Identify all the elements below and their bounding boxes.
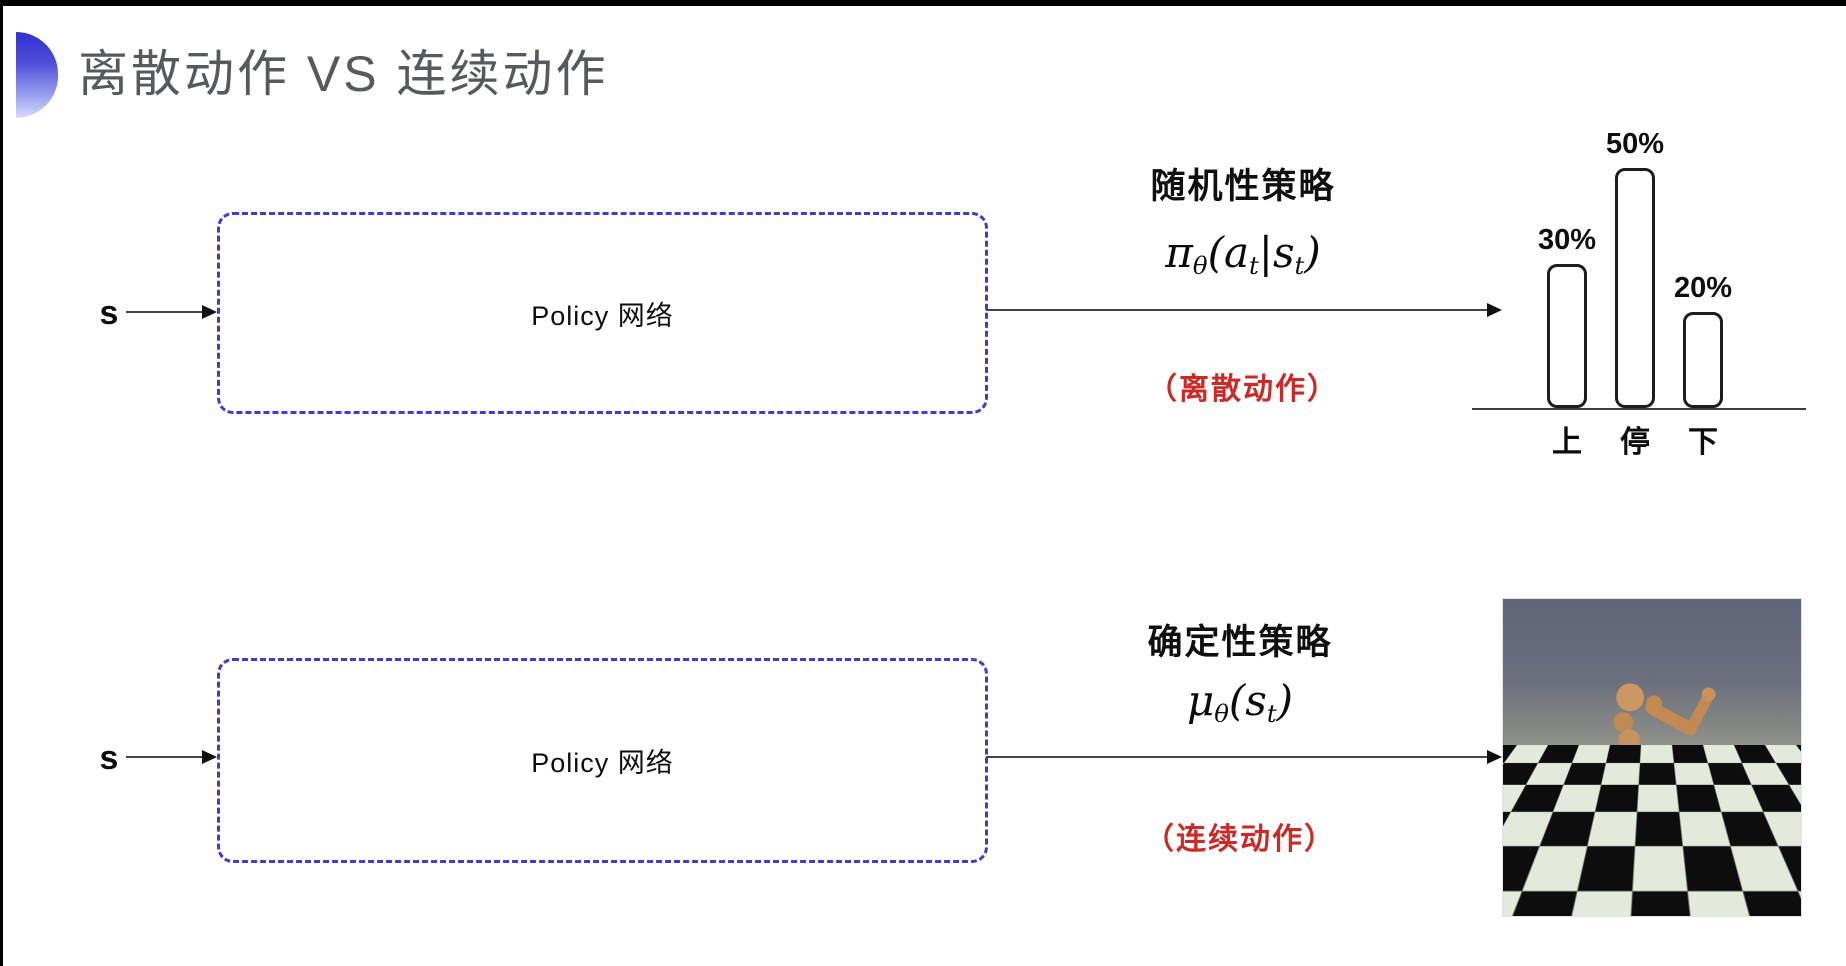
discrete-action-annotation: （离散动作）: [1147, 373, 1339, 406]
policy-network-box-top: Policy 网络: [217, 212, 988, 414]
output-arrowhead-bottom: [1487, 750, 1502, 764]
input-arrow-bottom: [126, 756, 204, 758]
bar-stop: [1615, 168, 1655, 408]
output-arrow-top: [986, 309, 1488, 311]
bar-value-label: 50%: [1605, 128, 1665, 160]
deterministic-policy-formula: μθ(st): [1186, 676, 1294, 728]
humanoid-robot-figure: [1589, 683, 1716, 916]
input-arrowhead-top: [202, 305, 217, 319]
bar-value-label: 20%: [1673, 272, 1733, 304]
policy-network-label-top: Policy 网络: [531, 300, 674, 331]
stochastic-policy-formula: πθ(at|st): [1165, 228, 1321, 280]
bar-group-stop: 50%: [1590, 118, 1680, 408]
state-input-label-bottom: s: [99, 739, 119, 777]
bar-up: [1547, 264, 1587, 408]
page-title: 离散动作 VS 连续动作: [78, 46, 609, 102]
policy-network-label-bottom: Policy 网络: [531, 748, 674, 778]
policy-network-box-bottom: Policy 网络: [217, 658, 988, 863]
video-frame-left-bar: [0, 0, 3, 966]
bar-value-label: 30%: [1537, 224, 1597, 256]
bar-category-down: 下: [1688, 426, 1718, 459]
output-arrowhead-top: [1487, 303, 1502, 317]
humanoid-simulation-image: [1502, 598, 1802, 917]
bar-category-up: 上: [1552, 426, 1582, 459]
simulation-sky: [1503, 599, 1801, 745]
continuous-action-annotation: （连续动作）: [1144, 823, 1336, 856]
title-accent-circle: [16, 32, 58, 118]
output-arrow-bottom: [986, 756, 1488, 758]
input-arrowhead-bottom: [202, 750, 217, 764]
stochastic-policy-title: 随机性策略: [1150, 167, 1336, 206]
state-input-label-top: s: [99, 294, 119, 332]
input-arrow-top: [126, 311, 204, 313]
bar-group-down: 20%: [1658, 118, 1748, 408]
horizon-haze: [1503, 745, 1801, 779]
bar-down: [1683, 312, 1723, 408]
deterministic-policy-title: 确定性策略: [1147, 623, 1333, 662]
bar-chart-axis: [1472, 408, 1806, 410]
bar-group-up: 30%: [1522, 118, 1612, 408]
video-frame-top-bar: [0, 0, 1846, 6]
bar-category-stop: 停: [1620, 426, 1650, 459]
